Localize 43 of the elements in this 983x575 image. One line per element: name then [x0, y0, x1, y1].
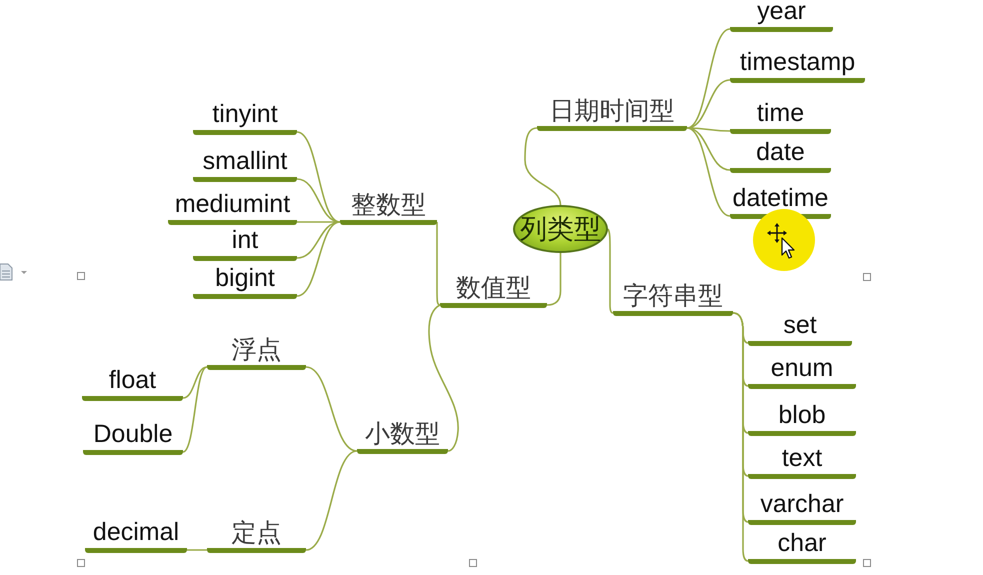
underlined-topic: date [730, 136, 831, 172]
underlined-topic: year [730, 0, 833, 32]
connector-line [296, 131, 340, 223]
connector-line [296, 221, 340, 297]
underlined-topic: tinyint [193, 98, 297, 134]
underlined-topic: timestamp [730, 46, 865, 82]
connector-line [306, 450, 358, 551]
connector-line [686, 28, 730, 129]
underlined-topic: bigint [193, 262, 297, 298]
connector-line [306, 366, 358, 452]
connector-line [436, 222, 440, 306]
underlined-topic: 字符串型 [613, 280, 733, 316]
connector-line [182, 366, 208, 399]
connector-line [686, 79, 730, 129]
underlined-topic: 数值型 [440, 272, 547, 308]
underlined-topic: 定点 [207, 516, 306, 552]
underlined-topic: blob [748, 400, 856, 436]
underlined-topic: text [748, 442, 856, 478]
underlined-topic: char [748, 528, 856, 564]
underlined-topic: set [748, 310, 852, 346]
underlined-topic: decimal [85, 516, 187, 552]
connector-line [732, 312, 748, 562]
underlined-topic: mediumint [168, 188, 297, 224]
connector-line [686, 127, 730, 217]
connector-line [524, 127, 562, 206]
underlined-topic: smallint [193, 146, 297, 182]
underlined-topic: time [730, 98, 831, 134]
underlined-topic: int [193, 224, 297, 260]
connector-line [297, 221, 340, 223]
connector-line [607, 228, 614, 314]
underlined-topic: Double [83, 418, 183, 454]
central-topic-ellipse: 列类型 [513, 205, 608, 253]
underlined-topic: float [82, 364, 183, 400]
underlined-topic: 日期时间型 [537, 94, 687, 130]
connector-line [182, 366, 208, 453]
underlined-topic: 整数型 [340, 188, 437, 224]
connector-line [428, 304, 459, 452]
underlined-topic: 小数型 [357, 418, 448, 454]
connector-line [686, 127, 730, 132]
connector-line [187, 549, 207, 551]
underlined-topic: varchar [748, 488, 856, 524]
underlined-topic: 浮点 [207, 334, 306, 370]
underlined-topic: enum [748, 352, 856, 388]
